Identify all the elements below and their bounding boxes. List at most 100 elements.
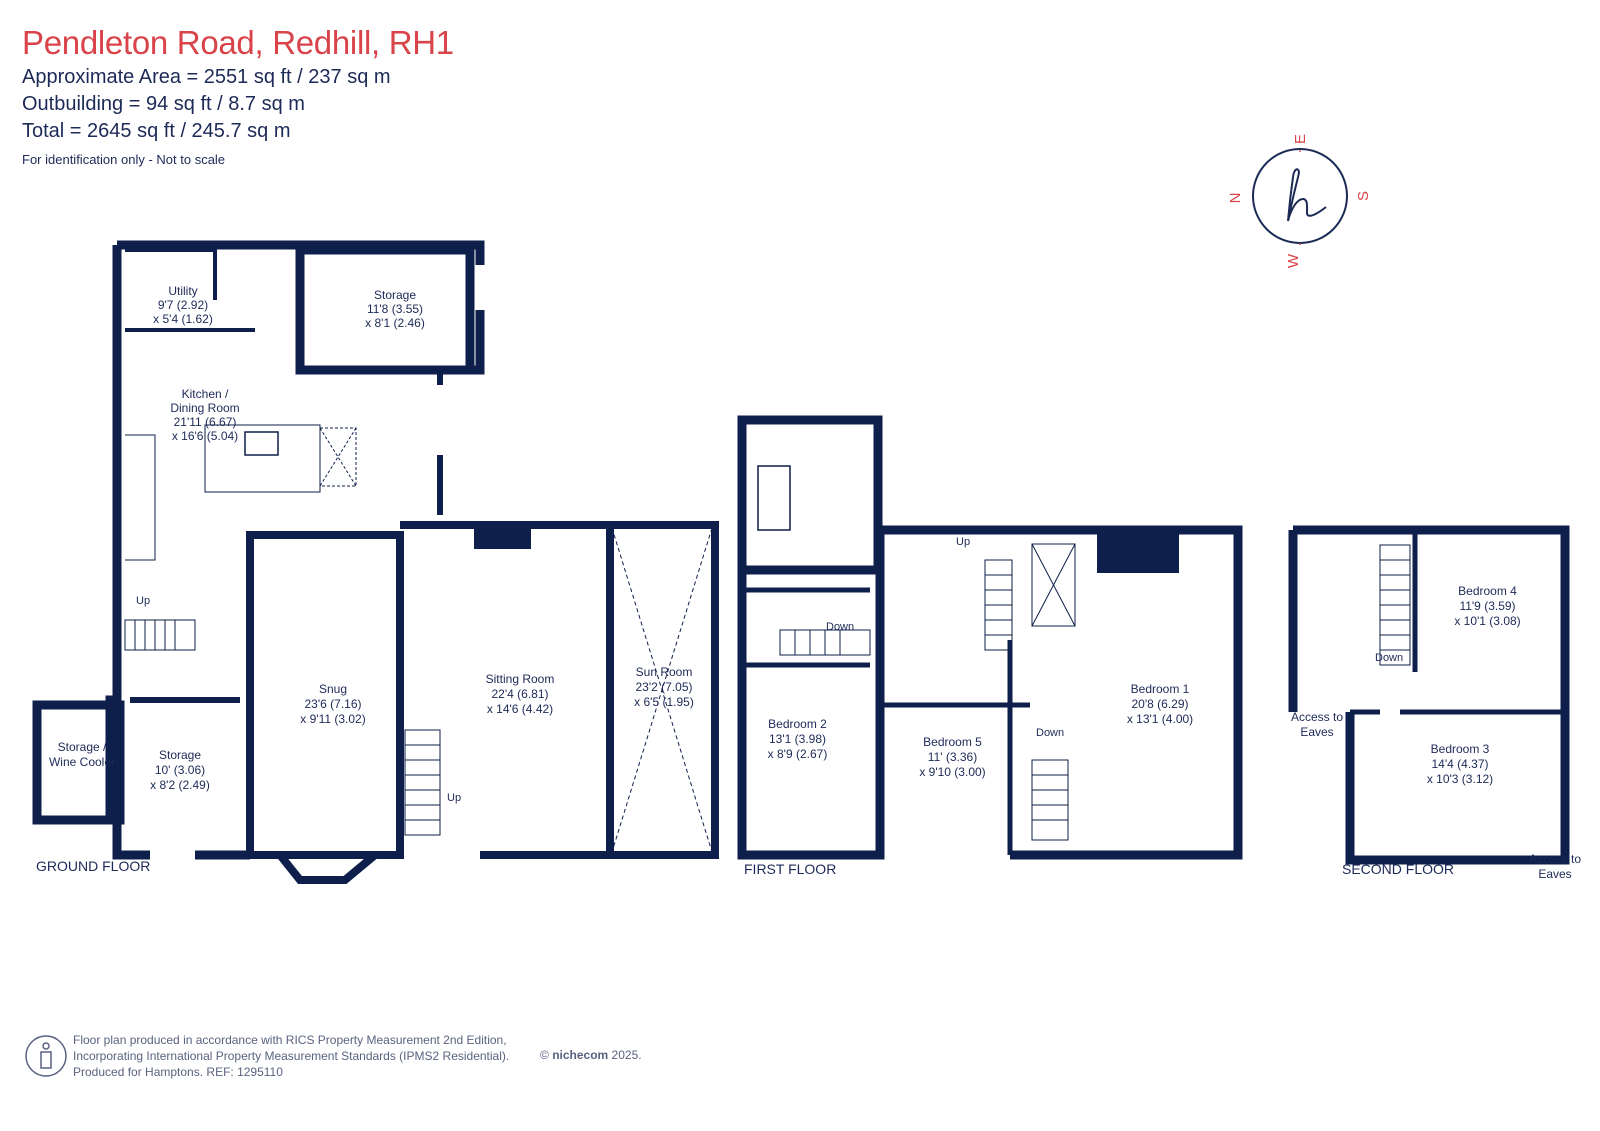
room-bedroom1-name: Bedroom 1: [1130, 682, 1190, 696]
room-bedroom3-name: Bedroom 3: [1430, 742, 1490, 756]
sun-room-diagonals: [611, 527, 713, 853]
room-bedroom1-dim1: 20'8 (6.29): [1131, 697, 1189, 711]
room-bedroom2-name: Bedroom 2: [768, 717, 827, 731]
eaves-access-right-line1: Access to: [1528, 852, 1582, 866]
room-bedroom4: Bedroom 4 11'9 (3.59) x 10'1 (3.08): [1440, 584, 1535, 629]
room-kitchen-dim1: 21'11 (6.67): [173, 415, 237, 429]
compass-n: N: [1227, 193, 1244, 204]
room-storage-ground: Storage 10' (3.06) x 8'2 (2.49): [138, 748, 222, 793]
skylight: [319, 427, 357, 487]
kitchen-counter: [125, 434, 156, 561]
room-storage-wine: Storage / Wine Cooler: [40, 740, 124, 770]
scale-note: For identification only - Not to scale: [22, 152, 226, 167]
first-inner-walls: [742, 587, 1030, 855]
footer-line2: Incorporating International Property Mea…: [73, 1049, 510, 1063]
eaves-access-right-line2: Eaves: [1538, 867, 1572, 881]
room-sitting: Sitting Room 22'4 (6.81) x 14'6 (4.42): [465, 672, 575, 717]
compass-w: W: [1285, 253, 1302, 268]
room-bedroom5-name: Bedroom 5: [923, 735, 982, 749]
room-bedroom2: Bedroom 2 13'1 (3.98) x 8'9 (2.67): [750, 717, 845, 762]
copyright-year: 2025.: [611, 1048, 642, 1062]
room-utility-dim2: x 5'4 (1.62): [153, 312, 213, 326]
wine-cooler-wall: [32, 700, 125, 825]
sun-room-wall: [610, 521, 719, 859]
room-kitchen-name1: Kitchen /: [181, 387, 229, 401]
room-storage-wine-name1: Storage /: [57, 740, 107, 754]
second-outer-wall: [1288, 525, 1570, 865]
room-bedroom3: Bedroom 3 14'4 (4.37) x 10'3 (3.12): [1410, 742, 1510, 787]
room-snug-dim2: x 9'11 (3.02): [300, 712, 366, 726]
room-storage-ground-dim1: 10' (3.06): [154, 763, 206, 777]
footer-text: Floor plan produced in accordance with R…: [73, 1032, 509, 1080]
ground-stairs: [404, 729, 441, 836]
brand-logo: nichecom: [552, 1048, 609, 1062]
footer-line1: Floor plan produced in accordance with R…: [73, 1033, 507, 1047]
compass: N E S W · ·: [1227, 134, 1372, 268]
first-stair-up: Up: [956, 536, 971, 548]
first-stair-down-2: Down: [1036, 727, 1065, 739]
eaves-access-left-line2: Eaves: [1300, 725, 1334, 739]
compass-dot-upper: ·: [1298, 142, 1303, 159]
copyright-symbol: ©: [540, 1048, 549, 1062]
ground-stair-up-2: Up: [447, 792, 462, 804]
logo-h-icon: [1287, 168, 1327, 222]
room-storage-ground-dim2: x 8'2 (2.49): [150, 778, 210, 792]
copyright: © nichecom 2025.: [540, 1048, 642, 1062]
room-sun-name: Sun Room: [635, 665, 693, 679]
room-storage-outbuilding-dim1: 11'8 (3.55): [366, 302, 424, 316]
room-bedroom4-name: Bedroom 4: [1458, 584, 1517, 598]
room-bedroom1: Bedroom 1 20'8 (6.29) x 13'1 (4.00): [1110, 682, 1210, 727]
room-utility-name: Utility: [168, 284, 198, 298]
room-bedroom4-dim1: 11'9 (3.59): [1459, 599, 1516, 613]
info-icon: [25, 1035, 67, 1077]
room-bedroom5-dim2: x 9'10 (3.00): [919, 765, 986, 779]
first-stairs: [984, 559, 1013, 651]
ground-floor-plan: [32, 240, 719, 884]
first-main-wall: [737, 525, 1243, 860]
room-storage-outbuilding-dim2: x 8'1 (2.46): [365, 316, 425, 330]
total-area: Total = 2645 sq ft / 245.7 sq m: [22, 120, 291, 142]
sitting-chimney: [474, 524, 531, 549]
room-snug-name: Snug: [318, 682, 348, 696]
room-sitting-dim1: 22'4 (6.81): [491, 687, 549, 701]
first-stair-down-1: Down: [826, 621, 855, 633]
compass-s: S: [1355, 191, 1372, 201]
room-kitchen-dim2: x 16'6 (5.04): [171, 429, 239, 443]
room-bedroom5: Bedroom 5 11' (3.36) x 9'10 (3.00): [905, 735, 1000, 780]
ground-floor-label: GROUND FLOOR: [36, 858, 151, 874]
room-bedroom2-dim2: x 8'9 (2.67): [767, 747, 828, 761]
ground-stair-up-1: Up: [136, 595, 151, 607]
second-inner-walls: [1350, 530, 1565, 715]
room-kitchen: Kitchen / Dining Room 21'11 (6.67) x 16'…: [160, 387, 250, 443]
room-sitting-dim2: x 14'6 (4.42): [486, 702, 554, 716]
outbuilding-wall: [295, 245, 475, 375]
room-utility: Utility 9'7 (2.92) x 5'4 (1.62): [148, 284, 218, 326]
utility-wall: [125, 248, 255, 332]
room-storage-outbuilding-name: Storage: [373, 288, 417, 302]
compass-circle: [1252, 148, 1348, 244]
snug-bay: [276, 851, 378, 884]
second-floor-plan: [1288, 525, 1570, 865]
room-utility-dim1: 9'7 (2.92): [157, 298, 209, 312]
room-sun: Sun Room 23'2 (7.05) x 6'5 (1.95): [614, 665, 714, 710]
first-bathroom-wall: [737, 415, 883, 575]
room-sun-dim1: 23'2 (7.05): [635, 680, 693, 694]
eaves-access-left-line1: Access to: [1290, 710, 1344, 724]
second-stairs: [1379, 544, 1411, 666]
room-bedroom3-dim1: 14'4 (4.37): [1431, 757, 1489, 771]
bath: [757, 465, 791, 531]
compass-dot-lower: ·: [1298, 235, 1303, 252]
first-landing-stairs: [779, 629, 871, 656]
eaves-access-right: Access to Eaves: [1520, 852, 1590, 882]
room-storage-wine-name2: Wine Cooler: [48, 755, 116, 769]
room-bedroom1-dim2: x 13'1 (4.00): [1126, 712, 1194, 726]
footer-line3: Produced for Hamptons. REF: 1295110: [73, 1065, 283, 1079]
first-floor-label: FIRST FLOOR: [744, 861, 837, 877]
room-bedroom3-dim2: x 10'3 (3.12): [1426, 772, 1494, 786]
page-title: Pendleton Road, Redhill, RH1: [22, 24, 454, 61]
hob: [244, 431, 279, 456]
room-snug: Snug 23'6 (7.16) x 9'11 (3.02): [283, 682, 383, 727]
first-stairs-down: [1031, 759, 1069, 841]
room-bedroom2-dim1: 13'1 (3.98): [769, 732, 826, 746]
